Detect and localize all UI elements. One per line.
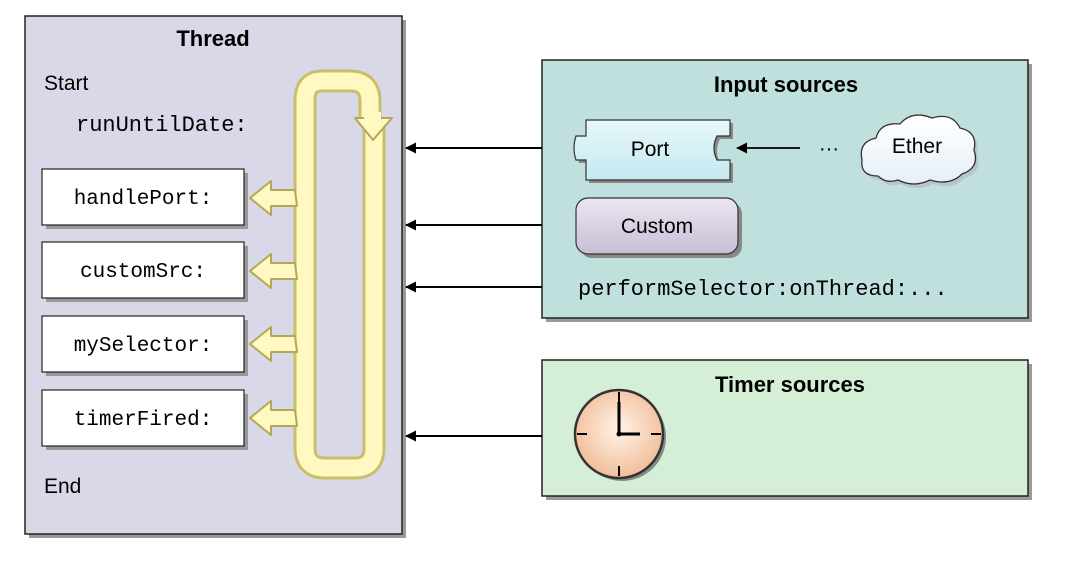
loop-arrow-custom-src — [249, 253, 298, 289]
timer-sources-panel: Timer sources — [541, 359, 1032, 500]
loop-arrow-my-selector — [249, 326, 298, 362]
start-label: Start — [44, 72, 89, 95]
port-label: Port — [631, 138, 670, 161]
clock-icon — [573, 388, 666, 481]
handler-label: handlePort: — [74, 188, 213, 211]
handler-my-selector: mySelector: — [41, 315, 248, 376]
end-label: End — [44, 475, 81, 498]
loop-arrow-timer-fired — [249, 400, 298, 436]
thread-panel: Thread Start runUntilDate: End handlePor… — [24, 15, 406, 538]
ether-cloud: Ether — [860, 114, 979, 188]
timer-sources-title: Timer sources — [715, 372, 865, 397]
run-until-date-label: runUntilDate: — [76, 113, 248, 138]
handler-timer-fired: timerFired: — [41, 389, 248, 450]
handler-label: customSrc: — [80, 261, 206, 284]
thread-title: Thread — [176, 26, 249, 51]
loop-arrow-handle-port — [249, 180, 298, 216]
input-sources-box — [541, 59, 1029, 319]
handler-label: timerFired: — [74, 409, 213, 432]
handler-custom-src: customSrc: — [41, 241, 248, 302]
handler-handle-port: handlePort: — [41, 168, 248, 229]
port-source: Port — [573, 119, 733, 183]
handler-label: mySelector: — [74, 335, 213, 358]
ether-icon — [860, 114, 977, 185]
input-sources-panel: Input sources Port ··· Ether Custom perf… — [541, 59, 1032, 322]
perform-selector-label: performSelector:onThread:... — [578, 277, 948, 302]
custom-label: Custom — [621, 215, 693, 238]
ether-ellipsis: ··· — [819, 138, 839, 160]
input-sources-title: Input sources — [714, 72, 858, 97]
custom-source: Custom — [575, 197, 742, 258]
run-loop-track — [249, 69, 393, 480]
ether-label: Ether — [892, 135, 942, 158]
